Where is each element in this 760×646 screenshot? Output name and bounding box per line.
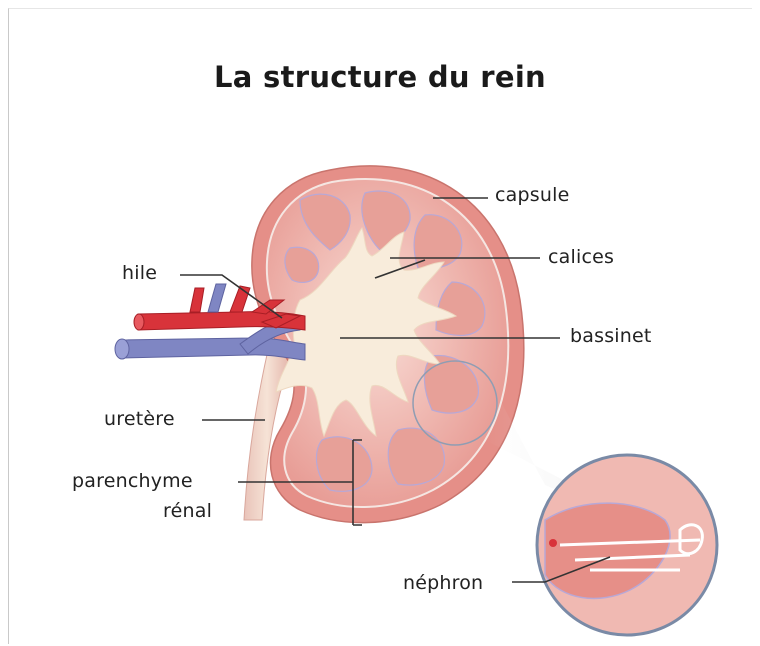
- label-capsule: capsule: [495, 184, 569, 206]
- label-parenchyme: parenchyme: [72, 470, 193, 492]
- label-hile: hile: [122, 262, 157, 284]
- label-nephron: néphron: [403, 572, 483, 594]
- label-renal: rénal: [163, 500, 212, 522]
- label-uretere: uretère: [104, 408, 175, 430]
- label-bassinet: bassinet: [570, 325, 652, 347]
- label-calices: calices: [548, 246, 614, 268]
